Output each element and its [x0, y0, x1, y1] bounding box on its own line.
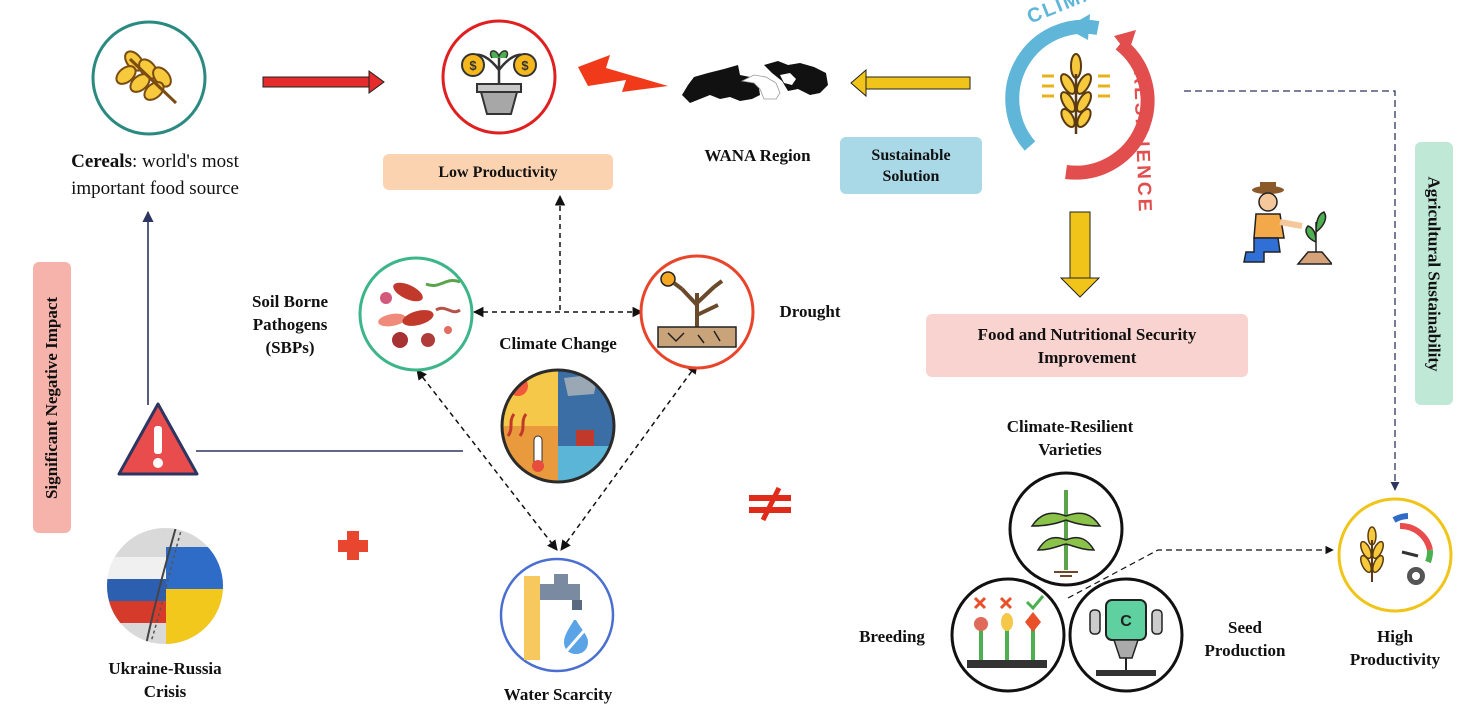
plant-money-circle: $ $ [440, 18, 558, 141]
climate-change-label: Climate Change [499, 334, 617, 353]
sustainable-solution-line2: Solution [882, 167, 940, 185]
food-security-box: Food and Nutritional Security Improvemen… [926, 314, 1248, 377]
climate-change-icon [500, 368, 616, 484]
breeding-label: Breeding [859, 627, 925, 646]
climate-resilient-label: Climate-Resilient Varieties [965, 415, 1175, 461]
yellow-left-arrow [850, 68, 971, 98]
lightning-bolt-icon [578, 55, 668, 92]
wana-region-label: WANA Region [704, 146, 811, 165]
ukraine-russia-line1: Ukraine-Russia [108, 659, 222, 678]
cereals-rest: : world's most [131, 151, 239, 172]
food-security-line2: Improvement [1037, 347, 1137, 367]
cereals-line2: important food source [71, 178, 239, 199]
sustainable-solution-box: Sustainable Solution [840, 137, 982, 194]
low-productivity-box: Low Productivity [383, 154, 613, 190]
svg-text:$: $ [469, 58, 477, 73]
soil-borne-line3: (SBPs) [265, 338, 315, 357]
money-plant-icon: $ $ [441, 19, 557, 135]
pathogens-icon [358, 256, 474, 372]
low-productivity-label: Low Productivity [438, 163, 558, 181]
soil-borne-line1: Soil Borne [251, 292, 329, 311]
yellow-down-arrow [1059, 211, 1101, 298]
farmer-icon [1243, 182, 1332, 265]
svg-text:C: C [1120, 613, 1132, 630]
ukraine-russia-flag-icon [107, 528, 223, 644]
negative-impact-label: Significant Negative Impact [42, 296, 61, 499]
water-scarcity-icon [499, 557, 615, 673]
ukraine-russia-line2: Crisis [143, 682, 187, 701]
soil-borne-label: Soil Borne Pathogens (SBPs) [230, 290, 350, 359]
high-productivity-icon [1337, 497, 1453, 613]
seed-production-line1: Seed [1228, 618, 1262, 637]
wheat-icon [91, 20, 207, 136]
plant-variety-icon [1008, 471, 1124, 587]
agricultural-sustainability-label: Agricultural Sustainability [1425, 175, 1444, 372]
ukraine-russia-label: Ukraine-Russia Crisis [80, 657, 250, 703]
cereals-bold: Cereals [71, 151, 132, 172]
wana-map-icon [682, 61, 828, 103]
seed-production-icon: C [1068, 577, 1184, 693]
cereal-circle [90, 19, 208, 142]
seed-production-label: Seed Production [1190, 616, 1300, 662]
drought-icon [639, 254, 755, 370]
breeding-icon [950, 577, 1066, 693]
plus-icon [338, 531, 368, 560]
food-security-line1: Food and Nutritional Security [977, 324, 1197, 344]
agricultural-sustainability-box: Agricultural Sustainability [1415, 142, 1453, 405]
climate-resilient-line2: Varieties [1038, 440, 1102, 459]
soil-borne-line2: Pathogens [252, 315, 328, 334]
climate-resilient-line1: Climate-Resilient [1006, 417, 1134, 436]
climatic-resilience-logo [1005, 14, 1155, 180]
high-productivity-line1: High [1377, 627, 1413, 646]
high-productivity-line2: Productivity [1349, 650, 1441, 669]
high-productivity-label: High Productivity [1330, 625, 1460, 671]
red-arrow [262, 70, 385, 94]
climatic-text-holder: CLIMATIC [996, 0, 1134, 108]
drought-label: Drought [779, 302, 841, 321]
sustainable-solution-line1: Sustainable [871, 146, 951, 164]
warning-icon [117, 402, 199, 476]
cereals-caption: Cereals: world's most important food sou… [30, 148, 280, 202]
negative-impact-box: Significant Negative Impact [33, 262, 71, 533]
water-scarcity-label: Water Scarcity [503, 685, 613, 704]
not-equal-icon [749, 486, 791, 522]
seed-production-line2: Production [1204, 641, 1286, 660]
svg-text:$: $ [521, 58, 529, 73]
